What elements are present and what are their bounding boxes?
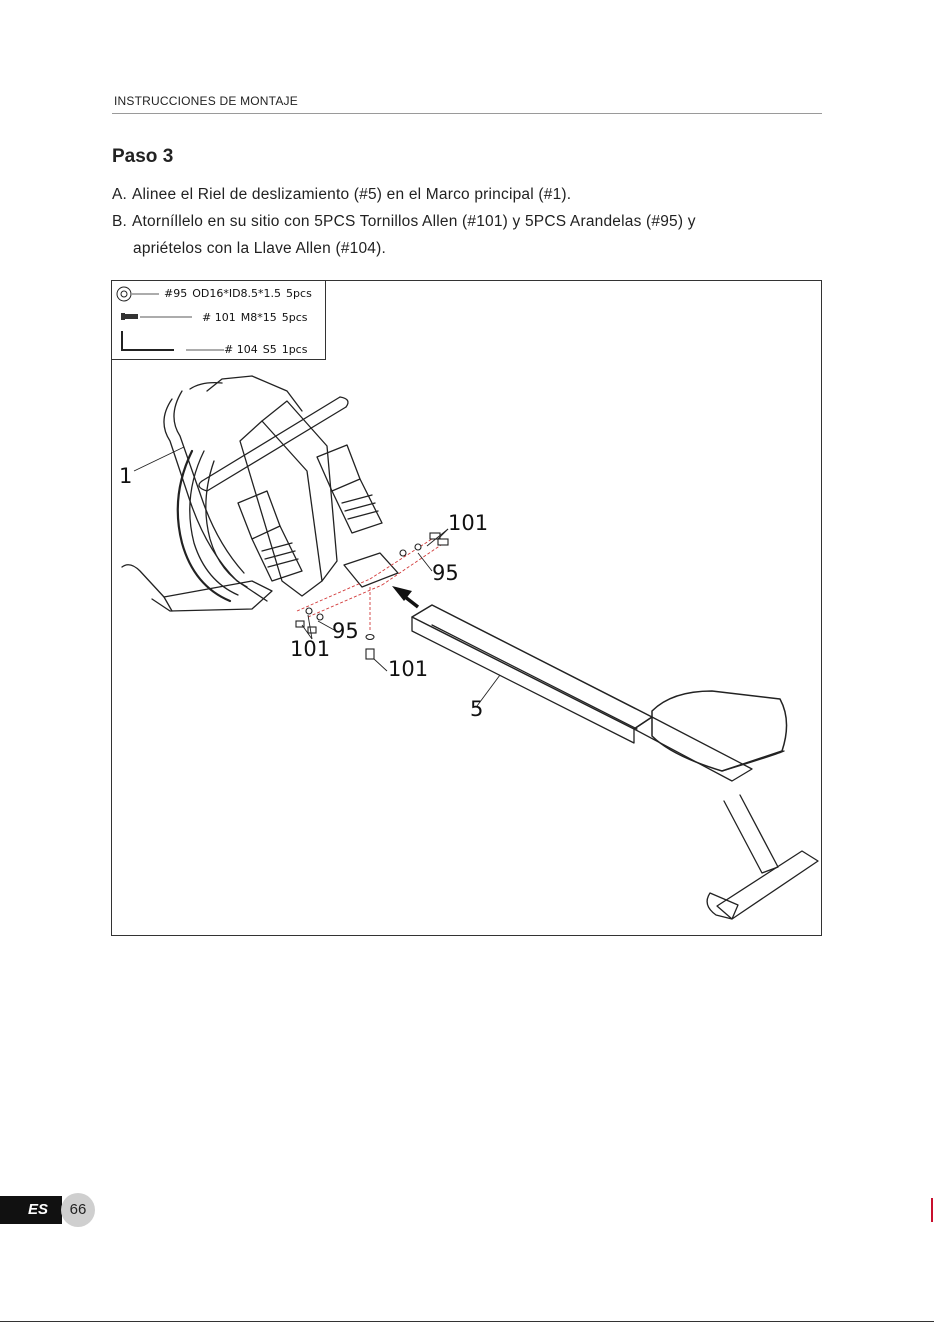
callout-washer-left: 95 bbox=[332, 619, 359, 643]
edge-marker bbox=[931, 1198, 933, 1222]
instruction-a: A.Alinee el Riel de deslizamiento (#5) e… bbox=[112, 186, 571, 204]
part-key-qty: 1pcs bbox=[282, 343, 308, 356]
part-bolt-spec: M8*15 bbox=[241, 311, 277, 324]
section-header: INSTRUCCIONES DE MONTAJE bbox=[114, 94, 298, 108]
part-allen-key-104: # 104 S5 1pcs bbox=[224, 343, 312, 356]
part-bolt-101: # 101 M8*15 5pcs bbox=[202, 311, 312, 324]
assembly-diagram: 1 101 95 101 95 101 5 bbox=[112, 281, 821, 935]
instruction-b-continuation: apriételos con la Llave Allen (#104). bbox=[133, 240, 386, 258]
page-bottom-rule bbox=[0, 1321, 934, 1322]
part-key-spec: S5 bbox=[263, 343, 277, 356]
frame-column bbox=[240, 421, 322, 596]
callout-bolt-bottom: 101 bbox=[388, 657, 428, 681]
instruction-a-letter: A. bbox=[112, 186, 132, 204]
slide-rail-end bbox=[412, 605, 652, 729]
part-washer-spec: OD16*ID8.5*1.5 bbox=[192, 287, 281, 300]
left-footrest bbox=[238, 491, 280, 539]
part-bolt-qty: 5pcs bbox=[282, 311, 308, 324]
washer-icon bbox=[117, 287, 159, 301]
instruction-b: B.Atorníllelo en su sitio con 5PCS Torni… bbox=[112, 213, 696, 231]
part-washer-95: #95 OD16*ID8.5*1.5 5pcs bbox=[164, 287, 317, 300]
callout-washer-top: 95 bbox=[432, 561, 459, 585]
right-footrest bbox=[317, 445, 360, 491]
header-divider bbox=[112, 113, 822, 114]
callout-main-frame: 1 bbox=[119, 464, 132, 488]
fan-housing bbox=[178, 451, 230, 601]
part-washer-qty: 5pcs bbox=[286, 287, 312, 300]
rear-leg bbox=[724, 795, 778, 873]
part-key-id: # 104 bbox=[224, 343, 258, 356]
instruction-b-text: Atorníllelo en su sitio con 5PCS Tornill… bbox=[132, 213, 696, 230]
callout-slide-rail: 5 bbox=[470, 697, 483, 721]
front-stabilizer bbox=[122, 565, 272, 611]
step-title: Paso 3 bbox=[112, 146, 173, 168]
allen-key-icon bbox=[122, 331, 224, 350]
seat bbox=[652, 691, 787, 771]
language-code: ES bbox=[28, 1201, 48, 1218]
part-washer-id: #95 bbox=[164, 287, 187, 300]
callout-bolt-left: 101 bbox=[290, 637, 330, 661]
insert-arrow bbox=[392, 586, 418, 607]
handlebar bbox=[202, 397, 340, 481]
instruction-b-letter: B. bbox=[112, 213, 132, 231]
part-bolt-id: # 101 bbox=[202, 311, 236, 324]
main-frame-outline bbox=[164, 399, 267, 601]
page-number: 66 bbox=[61, 1201, 95, 1218]
bolt-icon bbox=[121, 313, 192, 320]
callout-bolt-top: 101 bbox=[448, 511, 488, 535]
mounting-plate bbox=[344, 553, 398, 587]
instruction-a-text: Alinee el Riel de deslizamiento (#5) en … bbox=[132, 186, 571, 203]
